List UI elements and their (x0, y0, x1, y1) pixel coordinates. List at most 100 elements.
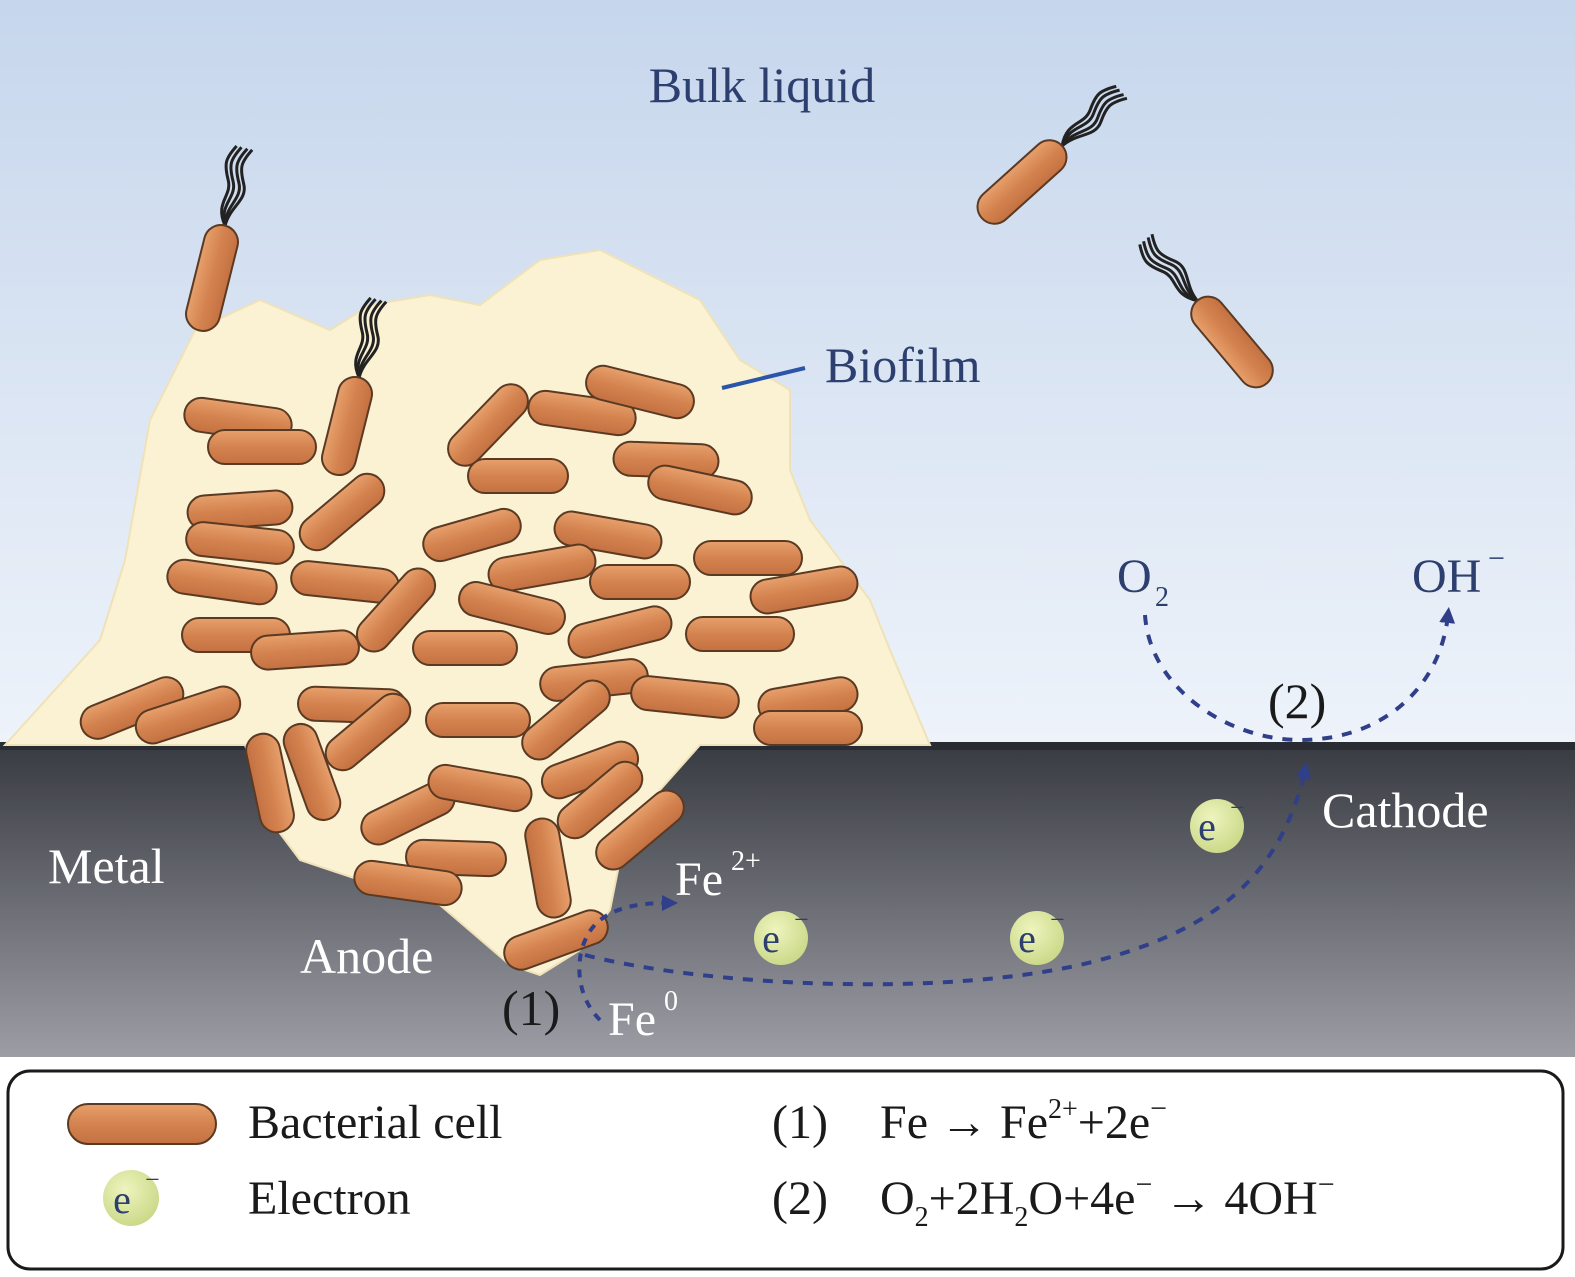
free-bacterium-2 (321, 296, 388, 477)
flagellum (1150, 233, 1199, 302)
bacterial-cell-cluster (79, 364, 863, 971)
bacterial-cell (250, 629, 360, 671)
legend-box (6, 1069, 1565, 1271)
electron-1-sup: − (794, 905, 809, 934)
free-bacterium-3 (976, 84, 1128, 225)
legend-electron-swatch: e − (103, 1165, 160, 1226)
electron-2-label: e (1018, 916, 1036, 961)
flagellum (1061, 96, 1128, 148)
flagellum (1060, 84, 1117, 147)
flagellum (1060, 88, 1120, 147)
bacterial-cell (458, 581, 566, 635)
bacterial-cell (556, 760, 644, 840)
bacterial-cell (749, 565, 859, 615)
oh-base: OH (1412, 550, 1481, 603)
bacterial-cell (589, 564, 691, 600)
bacterial-cell (753, 710, 863, 746)
step-2-label: (2) (1268, 673, 1326, 729)
o2-base: O (1117, 550, 1152, 603)
fe2-base: Fe (675, 853, 723, 906)
bacterial-cell (585, 364, 695, 420)
oh-label: OH − (1412, 542, 1505, 603)
step-1-label: (1) (502, 980, 560, 1036)
flagellum (220, 145, 238, 227)
o2-label: O 2 (1117, 550, 1169, 613)
bulk-liquid-label: Bulk liquid (649, 57, 875, 113)
legend-bacterial-cell-swatch (67, 1103, 217, 1145)
fe0-base: Fe (608, 993, 656, 1046)
oh-superscript: − (1488, 542, 1505, 575)
flagellum (357, 299, 383, 378)
metal-label: Metal (48, 838, 165, 894)
legend-eq1-number: (1) (772, 1096, 828, 1149)
bacterial-cell (630, 675, 740, 719)
flagellum (223, 148, 254, 227)
bacterial-cell (425, 702, 531, 738)
flagellum (223, 147, 249, 226)
bacterial-cell (693, 540, 803, 576)
fe2-label: Fe 2+ (675, 846, 761, 906)
legend-electron-sup: − (145, 1165, 160, 1194)
free-bacterium-4 (1138, 233, 1274, 389)
flagellum (222, 146, 243, 226)
fe0-superscript: 0 (664, 986, 678, 1017)
flagellum (356, 298, 377, 378)
bacterial-cell (521, 679, 611, 761)
bacterial-cell (1190, 295, 1274, 389)
bacterial-cell (353, 859, 463, 907)
bacterial-cell (503, 909, 609, 971)
electron-2: e − (1010, 905, 1065, 965)
electron-1: e − (754, 905, 809, 965)
flagellum (1060, 93, 1124, 147)
bacterial-cell (647, 464, 753, 516)
bacterial-cell (447, 383, 529, 467)
legend: Bacterial cell e − Electron (1) Fe → Fe2… (6, 1069, 1565, 1271)
bacterial-cell (321, 375, 373, 477)
o2-subscript: 2 (1155, 582, 1169, 613)
bacterial-cell (467, 458, 569, 494)
bacterial-cell (185, 224, 239, 332)
electron-3-sup: − (1230, 793, 1245, 822)
fe0-label: Fe 0 (608, 986, 678, 1046)
flagellum (1138, 244, 1198, 303)
cathode-label: Cathode (1322, 782, 1489, 838)
free-bacteria-group (185, 84, 1274, 477)
bacterial-cell (567, 605, 673, 659)
bacterial-cell (595, 789, 685, 871)
bacterial-cell (422, 507, 522, 563)
bacterial-cell (487, 543, 597, 593)
legend-eq1: Fe → Fe2++2e− (880, 1092, 1167, 1149)
bacterial-cell (282, 722, 342, 822)
bacterial-cell (185, 521, 295, 565)
electron-3-label: e (1198, 804, 1216, 849)
bacterial-cell (324, 692, 412, 772)
electron-path-arrow (584, 762, 1312, 987)
legend-eq2: O2+2H2O+4e− → 4OH− (880, 1168, 1335, 1233)
anode-label: Anode (300, 928, 433, 984)
bacterial-cell (134, 685, 242, 745)
biofilm-pointer-line (721, 366, 806, 390)
bacterial-cell (355, 567, 437, 653)
bacterial-cell (412, 630, 518, 666)
electron-1-label: e (762, 916, 780, 961)
bacterial-cell (685, 616, 795, 652)
legend-eq2-number: (2) (772, 1172, 828, 1225)
bacterial-cell (245, 732, 295, 834)
bacterial-cell (427, 763, 533, 813)
flagellum (357, 300, 388, 378)
flagellum (1146, 237, 1199, 302)
electron-3: e − (1190, 793, 1245, 853)
oxygen-reduction-arrow (1143, 607, 1456, 743)
fe2-superscript: 2+ (731, 846, 761, 877)
bacterial-cell (298, 472, 386, 552)
legend-electron-e: e (113, 1177, 131, 1222)
flagellum (1142, 240, 1198, 303)
free-bacterium-1 (185, 145, 254, 332)
flagellum (354, 296, 372, 379)
legend-electron-label: Electron (248, 1172, 411, 1225)
legend-bacterial-cell-label: Bacterial cell (248, 1096, 503, 1149)
electron-2-sup: − (1050, 905, 1065, 934)
bacterial-cell (207, 429, 317, 465)
